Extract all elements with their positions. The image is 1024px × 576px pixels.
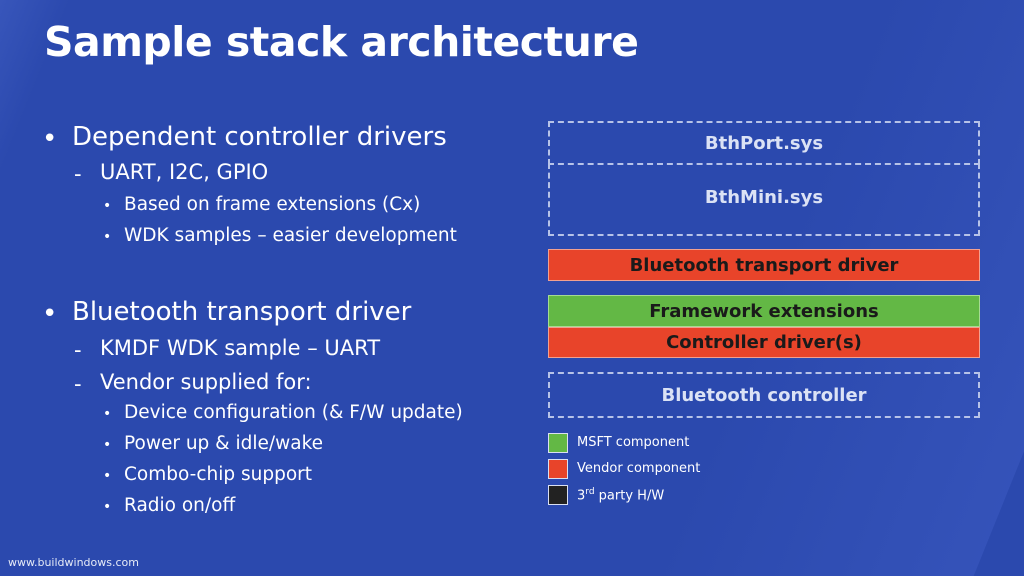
bthmini-label: BthMini.sys <box>704 187 824 208</box>
bullet-marker: • <box>42 299 58 329</box>
controller-driver-box: Controller driver(s) <box>548 327 980 358</box>
bullet-item: UART, I2C, GPIO <box>100 160 269 184</box>
bullet-item: KMDF WDK sample – UART <box>100 336 381 360</box>
bullet-item: WDK samples – easier development <box>124 225 457 246</box>
transport-driver-box: Bluetooth transport driver <box>548 249 980 281</box>
bullet-item: Power up & idle/wake <box>124 433 324 454</box>
transport-driver-label: Bluetooth transport driver <box>629 255 899 276</box>
bullet-item: Radio on/off <box>124 495 236 516</box>
bthmini-box: BthMini.sys <box>548 163 980 236</box>
legend-swatch-black <box>548 485 568 505</box>
bullet-marker: • <box>103 437 112 453</box>
bullet-item: Based on frame extensions (Cx) <box>124 194 421 215</box>
bullet-marker: - <box>74 372 82 396</box>
bullet-item: Bluetooth transport driver <box>72 297 412 327</box>
bthport-label: BthPort.sys <box>704 133 824 154</box>
footer-url: www.buildwindows.com <box>8 556 139 569</box>
legend-third-party-label: 3rd party H/W <box>577 487 665 504</box>
legend-msft-label: MSFT component <box>577 435 690 450</box>
legend-swatch-green <box>548 433 568 453</box>
framework-extensions-label: Framework extensions <box>649 301 879 322</box>
bullet-marker: • <box>103 229 112 245</box>
bullet-item: Dependent controller drivers <box>72 122 447 152</box>
bullet-item: Vendor supplied for: <box>100 370 312 394</box>
bullet-marker: • <box>103 406 112 422</box>
controller-driver-label: Controller driver(s) <box>666 332 862 353</box>
bullet-marker: • <box>103 499 112 515</box>
bullet-list: • Dependent controller drivers - UART, I… <box>42 122 463 516</box>
bluetooth-controller-label: Bluetooth controller <box>661 385 867 406</box>
legend-swatch-red <box>548 459 568 479</box>
bthport-box: BthPort.sys <box>548 121 980 165</box>
slide-title: Sample stack architecture <box>44 18 639 66</box>
bullet-marker: • <box>42 124 58 154</box>
bullet-item: Device configuration (& F/W update) <box>124 402 463 423</box>
bullet-item: Combo-chip support <box>124 464 313 485</box>
bullet-marker: • <box>103 198 112 214</box>
bullet-marker: • <box>103 468 112 484</box>
legend-vendor-label: Vendor component <box>577 461 701 476</box>
bullet-marker: - <box>74 338 82 362</box>
framework-extensions-box: Framework extensions <box>548 295 980 327</box>
bluetooth-controller-box: Bluetooth controller <box>548 372 980 418</box>
background-stripe-right <box>653 0 1024 576</box>
bullet-marker: - <box>74 162 82 186</box>
